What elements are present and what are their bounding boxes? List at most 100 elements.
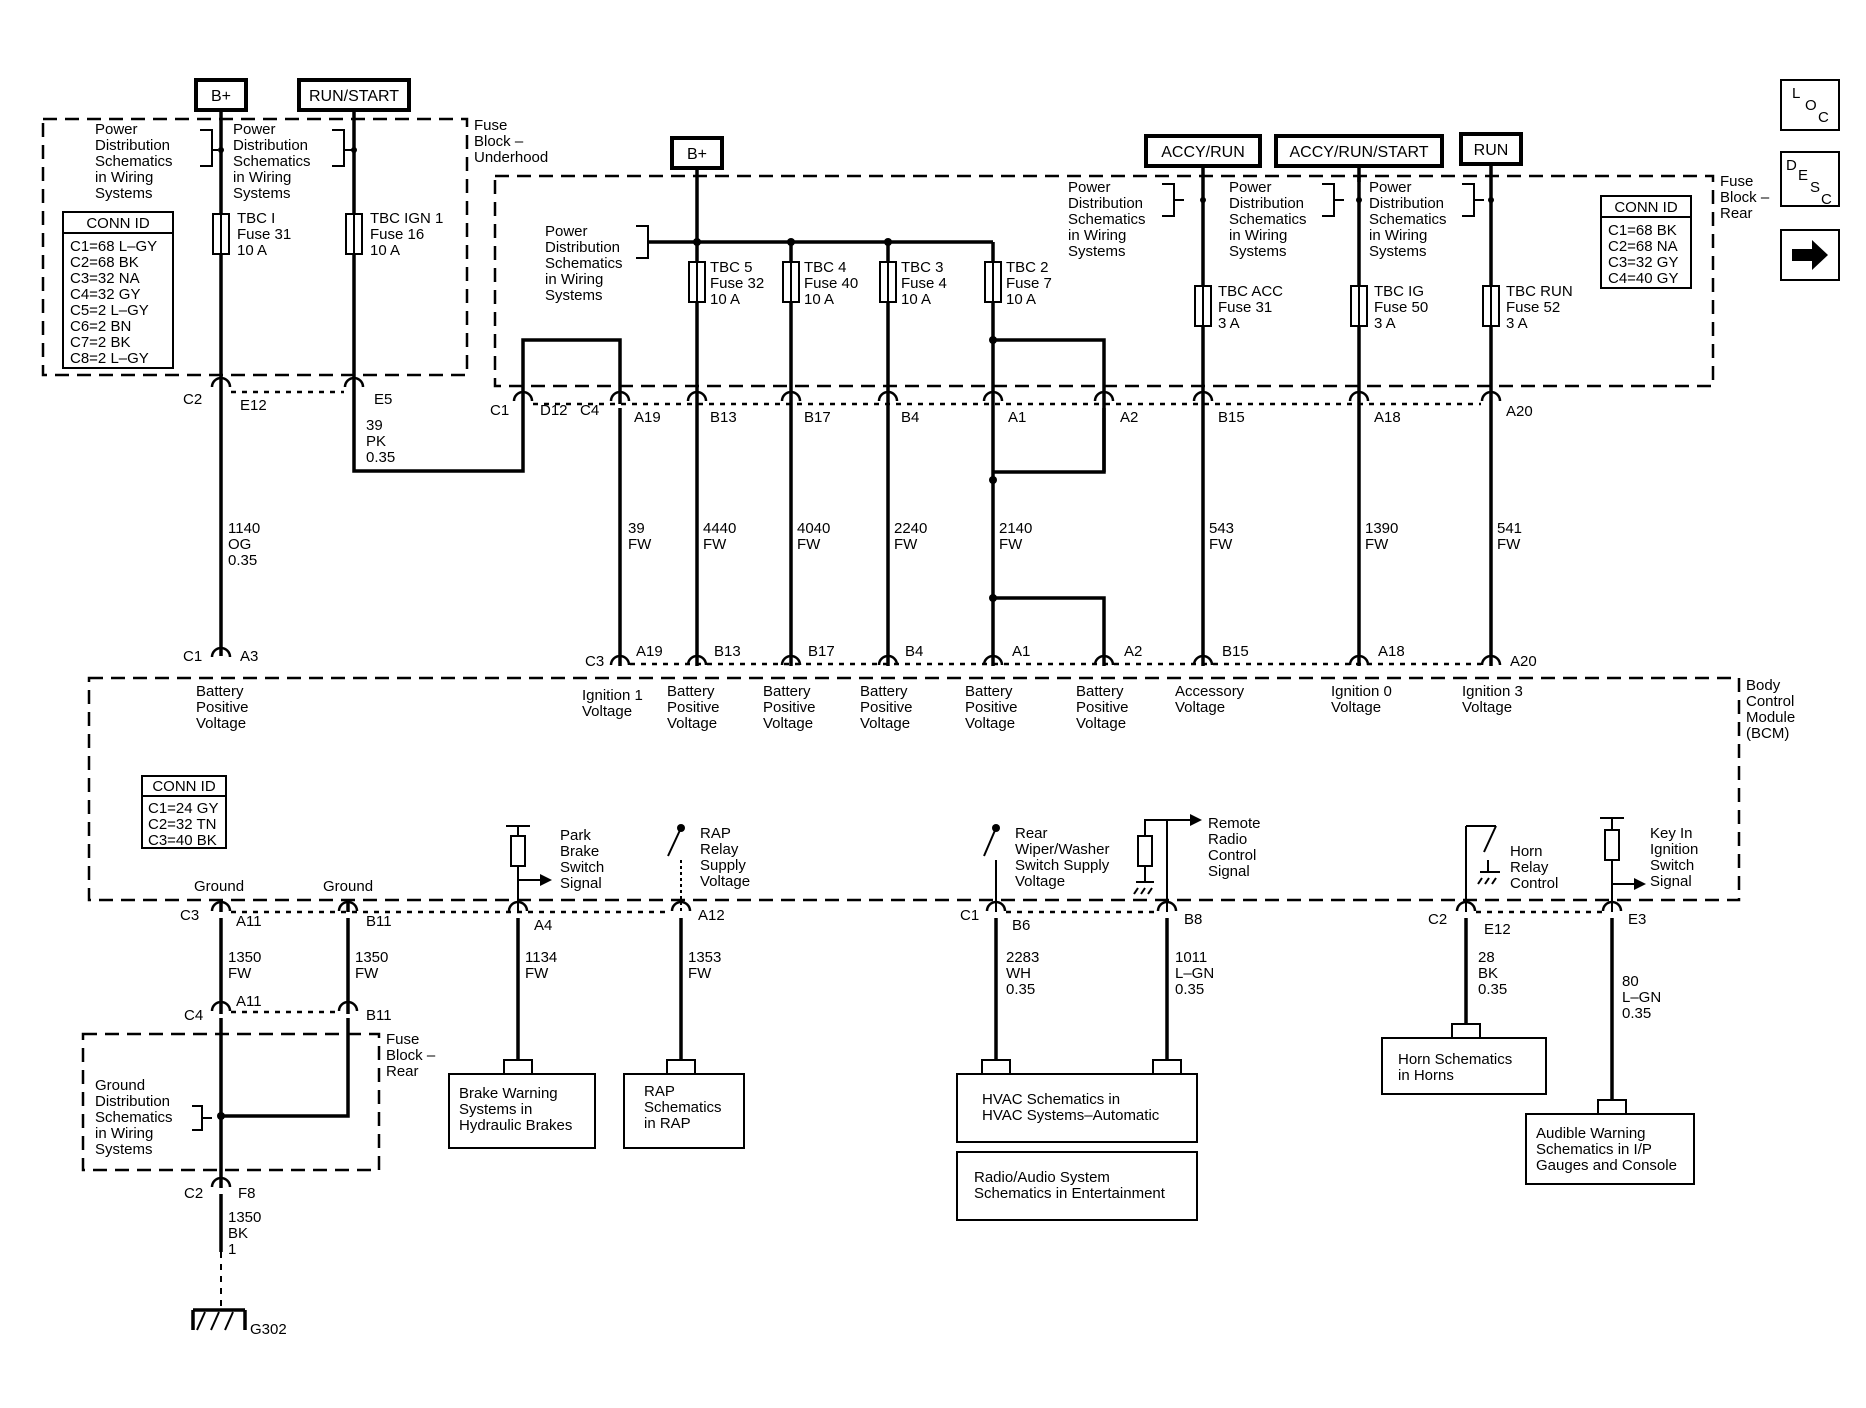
svg-text:Control: Control <box>1208 847 1256 864</box>
svg-text:10 A: 10 A <box>1006 291 1036 308</box>
svg-text:Radio/Audio System: Radio/Audio System <box>974 1169 1110 1186</box>
svg-text:Fuse: Fuse <box>474 117 507 134</box>
ref-brake-warning[interactable]: Brake Warning Systems in Hydraulic Brake… <box>448 1059 596 1149</box>
svg-text:Distribution: Distribution <box>95 137 170 154</box>
svg-text:Schematics: Schematics <box>95 1109 173 1126</box>
svg-text:in Wiring: in Wiring <box>1068 227 1126 244</box>
svg-text:in Wiring: in Wiring <box>545 271 603 288</box>
ref-horn[interactable]: Horn Schematics in Horns <box>1381 1023 1547 1095</box>
svg-text:10 A: 10 A <box>370 242 400 259</box>
svg-text:Distribution: Distribution <box>95 1093 170 1110</box>
power-b-plus-2: B+ <box>670 136 724 170</box>
svg-text:Signal: Signal <box>1208 863 1250 880</box>
svg-text:L: L <box>1792 85 1800 102</box>
power-run-start: RUN/START <box>297 78 411 112</box>
svg-text:Distribution: Distribution <box>1068 195 1143 212</box>
svg-text:CONN ID: CONN ID <box>86 215 150 232</box>
svg-text:C1=68 L–GY: C1=68 L–GY <box>70 238 157 255</box>
svg-text:Systems in: Systems in <box>459 1101 532 1118</box>
svg-text:A11: A11 <box>236 913 262 930</box>
fuse-block-underhood-outline <box>41 117 469 377</box>
svg-text:Systems: Systems <box>1229 243 1287 260</box>
fuse-block-rear-pins: A19 B13 B17 B4 A1 A2 B15 A18 A20 <box>634 403 1533 426</box>
svg-text:A12: A12 <box>698 907 725 924</box>
svg-text:Underhood: Underhood <box>474 149 548 166</box>
svg-text:A11: A11 <box>236 993 262 1010</box>
svg-text:C1: C1 <box>490 402 509 419</box>
svg-text:Horn: Horn <box>1510 843 1543 860</box>
svg-text:FW: FW <box>628 536 652 553</box>
svg-text:WH: WH <box>1006 965 1031 982</box>
svg-text:in Horns: in Horns <box>1398 1067 1454 1084</box>
svg-text:TBC 5: TBC 5 <box>710 259 753 276</box>
svg-text:B17: B17 <box>808 643 835 660</box>
svg-text:Switch: Switch <box>560 859 604 876</box>
svg-text:4440: 4440 <box>703 520 736 537</box>
svg-text:FW: FW <box>894 536 918 553</box>
svg-text:Power: Power <box>1369 179 1412 196</box>
svg-text:in Wiring: in Wiring <box>95 1125 153 1142</box>
svg-text:C2=68 BK: C2=68 BK <box>70 254 139 271</box>
fuse-tbc-ign1-label: TBC IGN 1 Fuse 16 10 A <box>370 210 443 259</box>
svg-text:1011: 1011 <box>1175 949 1207 966</box>
ref-hvac[interactable]: HVAC Schematics in HVAC Systems–Automati… <box>956 1059 1198 1143</box>
svg-text:Voltage: Voltage <box>1462 699 1512 716</box>
svg-text:2283: 2283 <box>1006 949 1039 966</box>
ref-radio-audio[interactable]: Radio/Audio System Schematics in Enterta… <box>956 1151 1198 1221</box>
svg-text:S: S <box>1810 179 1820 196</box>
ref-rap[interactable]: RAP Schematics in RAP <box>623 1059 745 1149</box>
next-page-button[interactable] <box>1780 229 1840 281</box>
svg-text:A3: A3 <box>240 648 258 665</box>
svg-text:E12: E12 <box>1484 921 1511 938</box>
svg-text:A4: A4 <box>534 917 552 934</box>
svg-text:Radio: Radio <box>1208 831 1247 848</box>
svg-text:Control: Control <box>1746 693 1794 710</box>
svg-text:Relay: Relay <box>700 841 739 858</box>
svg-text:Systems: Systems <box>95 185 153 202</box>
svg-text:RUN/START: RUN/START <box>309 88 399 105</box>
svg-text:80: 80 <box>1622 973 1639 990</box>
svg-text:2240: 2240 <box>894 520 927 537</box>
svg-text:L–GN: L–GN <box>1175 965 1214 982</box>
svg-text:B15: B15 <box>1218 409 1245 426</box>
ref-audible-warning[interactable]: Audible Warning Schematics in I/P Gauges… <box>1525 1099 1695 1185</box>
svg-text:C: C <box>1818 109 1829 126</box>
svg-text:B13: B13 <box>710 409 737 426</box>
svg-text:Fuse 52: Fuse 52 <box>1506 299 1560 316</box>
svg-text:B11: B11 <box>366 913 392 930</box>
svg-text:Voltage: Voltage <box>1331 699 1381 716</box>
svg-text:C2=68 NA: C2=68 NA <box>1608 238 1678 255</box>
svg-text:Voltage: Voltage <box>1076 715 1126 732</box>
svg-text:O: O <box>1805 97 1817 114</box>
svg-text:Brake Warning: Brake Warning <box>459 1085 558 1102</box>
loc-button[interactable]: L O C <box>1780 79 1840 131</box>
svg-text:Systems: Systems <box>95 1141 153 1158</box>
svg-text:in Wiring: in Wiring <box>233 169 291 186</box>
svg-text:Positive: Positive <box>1076 699 1129 716</box>
desc-button[interactable]: D E S C <box>1780 151 1840 208</box>
svg-text:Audible Warning: Audible Warning <box>1536 1125 1646 1142</box>
svg-text:Voltage: Voltage <box>1175 699 1225 716</box>
svg-text:Gauges and Console: Gauges and Console <box>1536 1157 1677 1174</box>
svg-text:C4=32 GY: C4=32 GY <box>70 286 140 303</box>
svg-text:C3=32 NA: C3=32 NA <box>70 270 140 287</box>
svg-text:Block –: Block – <box>1720 189 1770 206</box>
svg-text:Fuse 50: Fuse 50 <box>1374 299 1428 316</box>
svg-text:Voltage: Voltage <box>582 703 632 720</box>
svg-text:Ignition: Ignition <box>1650 841 1698 858</box>
svg-text:Voltage: Voltage <box>196 715 246 732</box>
